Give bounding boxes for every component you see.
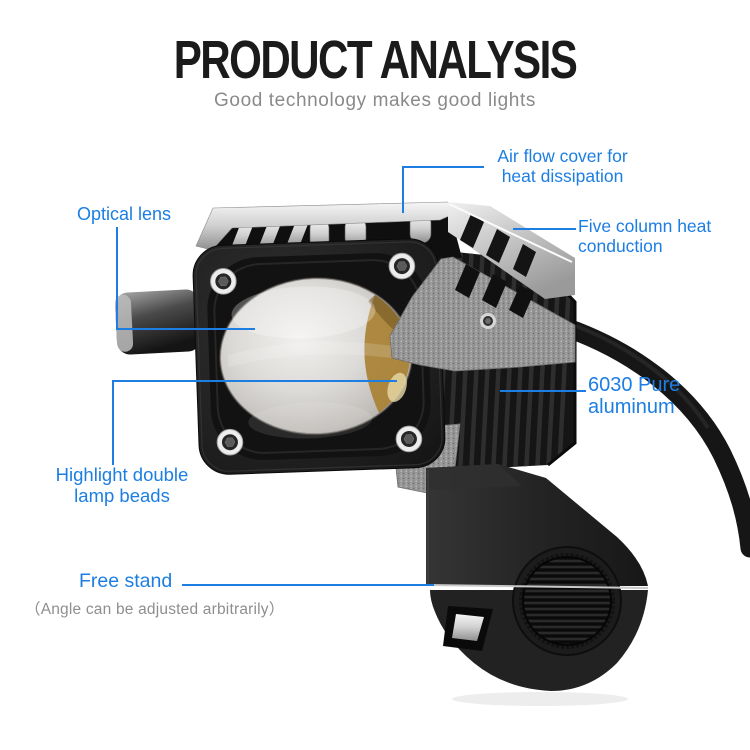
callout-line-optical-v (116, 227, 118, 330)
corner-screw (395, 425, 423, 453)
clamp-mount (426, 464, 649, 706)
callout-line-lamp-beads-v (112, 380, 114, 465)
callout-five-column: Five column heat conduction (578, 216, 712, 256)
cover-slope-slots (460, 214, 536, 277)
callout-free-stand-label: Free stand (79, 570, 173, 592)
bracket-vents (455, 264, 534, 318)
clamp-screw (452, 614, 484, 641)
callout-air-flow-cover: Air flow cover for heat dissipation (455, 146, 670, 186)
callout-line-aluminum (500, 390, 586, 392)
callout-lamp-beads: Highlight double lamp beads (38, 464, 206, 506)
corner-screw (210, 268, 237, 295)
callout-line-optical-h (116, 328, 255, 330)
callout-line-air-flow-h (402, 166, 484, 168)
callout-aluminum-line1: 6030 Pure (588, 374, 681, 396)
callout-free-stand-note: （Angle can be adjusted arbitrarily） (25, 601, 285, 618)
power-cable (546, 314, 750, 558)
callout-line-lamp-beads-h (112, 380, 397, 382)
corner-screw (388, 252, 416, 280)
main-housing (192, 238, 446, 475)
callout-line-free-stand (182, 584, 434, 586)
callout-lamp-beads-line1: Highlight double (55, 464, 189, 485)
callout-air-flow-line2: heat dissipation (501, 166, 624, 186)
mounting-bracket (389, 256, 576, 372)
callout-optical-lens-label: Optical lens (77, 204, 172, 224)
clamp-seam (427, 584, 649, 589)
callout-line-five-column (513, 228, 576, 230)
callout-aluminum: 6030 Pure aluminum (588, 374, 681, 418)
callout-lamp-beads-line2: lamp beads (74, 485, 170, 506)
page-title: PRODUCT ANALYSIS (173, 30, 578, 90)
callout-optical-lens: Optical lens (77, 204, 171, 224)
callout-five-column-line1: Five column heat (578, 216, 712, 236)
callout-free-stand: Free stand (79, 571, 172, 592)
bracket-screw (480, 313, 496, 329)
callout-five-column-line2: conduction (578, 235, 663, 256)
callout-air-flow-line1: Air flow cover for (497, 146, 628, 166)
side-tab (114, 289, 201, 355)
callout-aluminum-line2: aluminum (588, 395, 675, 418)
optical-lens-glass (219, 277, 413, 439)
clamp-bore (522, 556, 612, 646)
corner-screw (216, 428, 244, 456)
callout-line-air-flow-v (402, 166, 404, 213)
page-subtitle: Good technology makes good lights (214, 90, 536, 111)
corner-screws (210, 252, 423, 456)
